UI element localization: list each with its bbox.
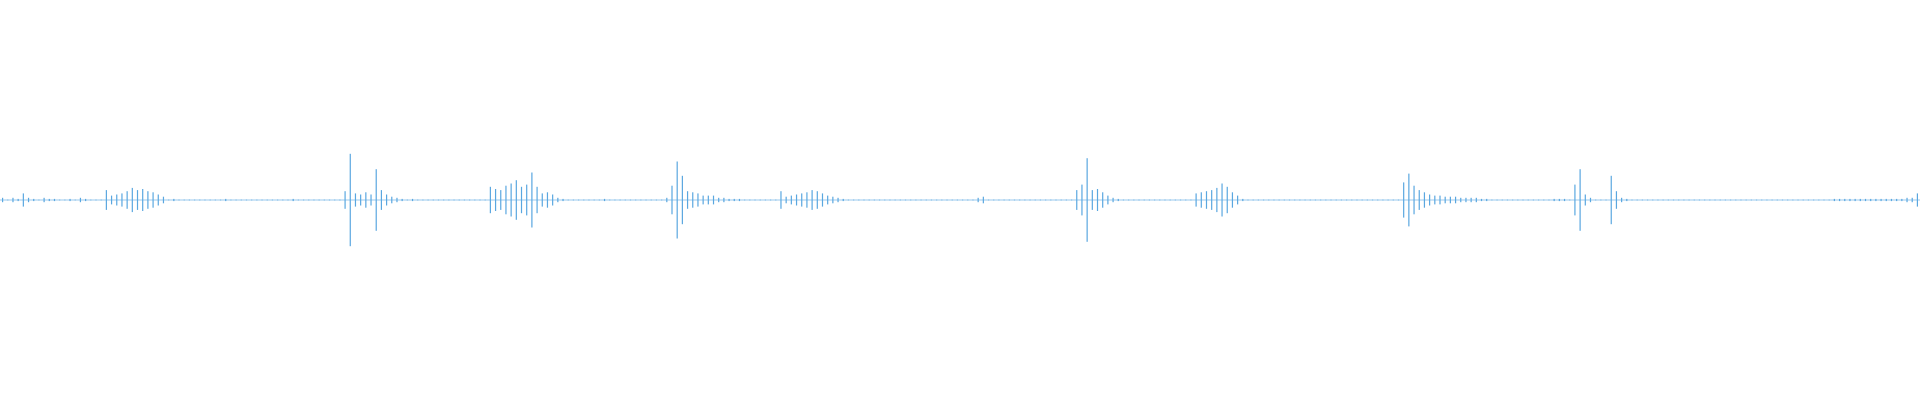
waveform-bars <box>1 153 1919 247</box>
